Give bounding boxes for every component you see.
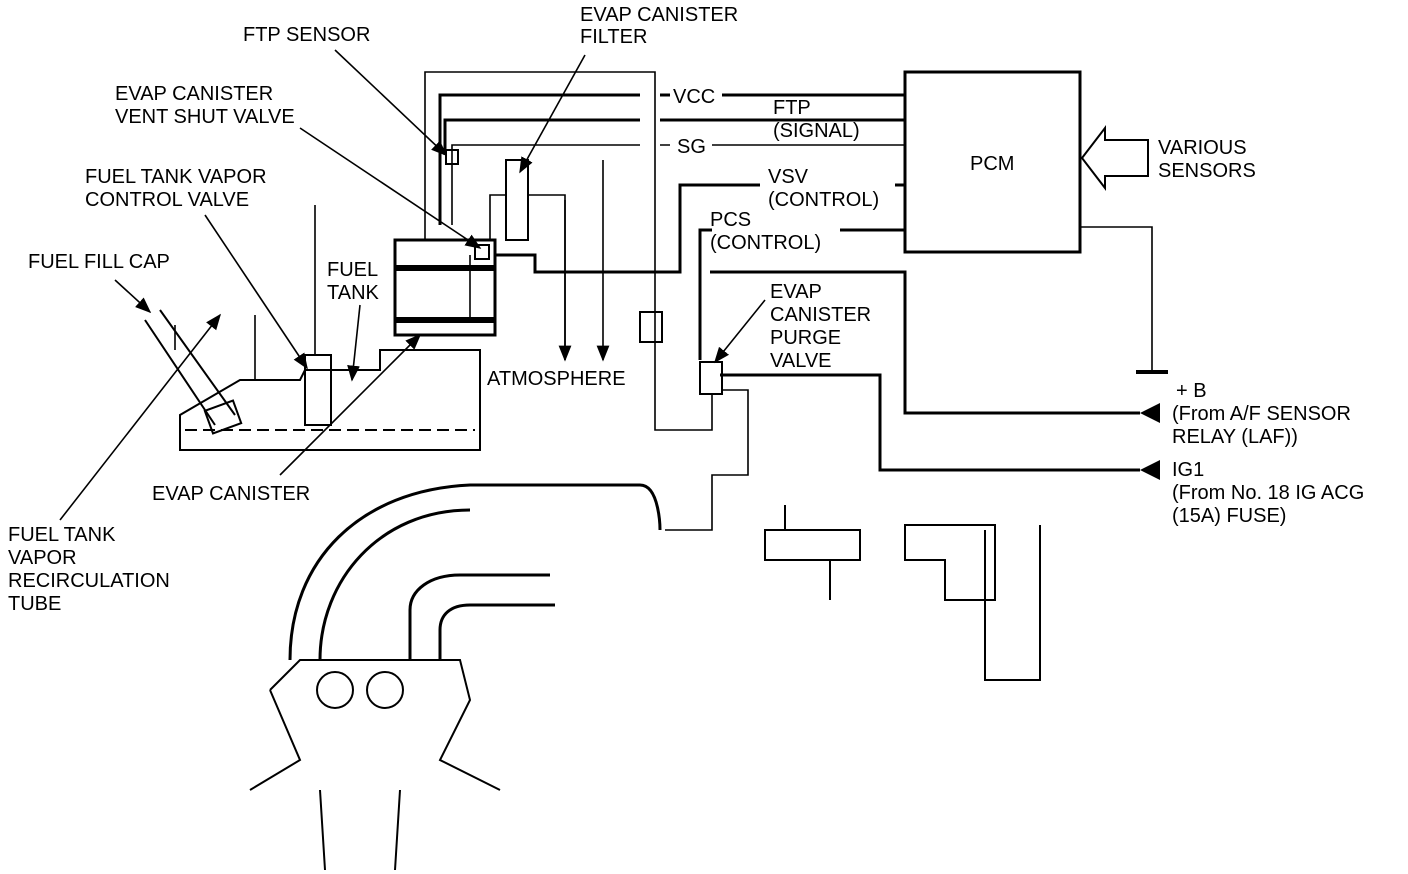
engine-head — [249, 659, 501, 871]
ftp-signal-label: FTP — [773, 97, 811, 119]
recirculation-tube-label: VAPOR — [8, 547, 77, 569]
cylinder — [366, 671, 404, 709]
vent-tube — [424, 71, 713, 431]
pcs-control-label: (CONTROL) — [710, 232, 821, 254]
purge-valve-label: PURGE — [770, 327, 841, 349]
intake-manifold — [288, 483, 662, 661]
various-sensors-arrow — [1080, 125, 1149, 191]
fuel-tank — [179, 349, 481, 451]
vent-shut-valve — [474, 244, 490, 260]
sg-label: SG — [677, 136, 706, 158]
recirculation-tube-label: TUBE — [8, 593, 61, 615]
plus-b-label: (From A/F SENSOR — [1172, 403, 1351, 425]
fuel-tank-label: TANK — [327, 282, 380, 304]
evap-canister-filter — [505, 159, 529, 241]
recirculation-tube — [174, 205, 316, 380]
vcc-label: VCC — [673, 86, 715, 108]
ig1-wire — [720, 373, 1140, 472]
evap-canister-purge-valve — [699, 361, 723, 395]
purge-valve-label: EVAP — [770, 281, 822, 303]
vsv-control-label: (CONTROL) — [768, 189, 879, 211]
plus-b-label: RELAY (LAF)) — [1172, 426, 1298, 448]
filler-neck — [144, 309, 236, 426]
ig1-label: IG1 — [1172, 459, 1204, 481]
fuel-fill-cap-label: FUEL FILL CAP — [28, 251, 170, 273]
various-sensors-label: VARIOUS — [1158, 137, 1247, 159]
vent-shut-valve-label: VENT SHUT VALVE — [115, 106, 295, 128]
various-sensors-label: SENSORS — [1158, 160, 1256, 182]
inline-filter — [639, 311, 663, 343]
ftp-sensor — [445, 149, 459, 165]
ig1-label: (From No. 18 IG ACG — [1172, 482, 1364, 504]
purge-line — [665, 389, 749, 531]
vsv-wire — [495, 183, 905, 274]
vapor-control-valve — [304, 354, 332, 426]
evap-canister-filter-label: FILTER — [580, 26, 647, 48]
pcm-box — [903, 70, 1082, 254]
pcm-label: PCM — [970, 153, 1014, 175]
leader-lines — [59, 49, 766, 521]
evap-canister — [393, 238, 497, 337]
vsv-control-label: VSV — [768, 166, 809, 188]
plus-b-connector-icon — [1140, 403, 1160, 423]
vcc-wire — [438, 93, 905, 225]
pcs-control-label: PCS — [710, 209, 751, 231]
evap-canister-label: EVAP CANISTER — [152, 483, 310, 505]
purge-valve-label: VALVE — [770, 350, 832, 372]
ground-wire — [1080, 226, 1153, 370]
throttle-body — [764, 505, 1041, 681]
purge-valve-label: CANISTER — [770, 304, 871, 326]
ftp-sensor-label: FTP SENSOR — [243, 24, 370, 46]
ig1-label: (15A) FUSE) — [1172, 505, 1286, 527]
vapor-control-valve-label: FUEL TANK VAPOR — [85, 166, 267, 188]
atmosphere-label: ATMOSPHERE — [487, 368, 626, 390]
recirculation-tube-label: RECIRCULATION — [8, 570, 170, 592]
recirculation-tube-label: FUEL TANK — [8, 524, 116, 546]
sg-wire — [451, 144, 905, 225]
fuel-tank-label: FUEL — [327, 259, 378, 281]
plus-b-wire — [710, 270, 1140, 415]
cylinder — [316, 671, 354, 709]
vapor-control-valve-label: CONTROL VALVE — [85, 189, 249, 211]
plus-b-label: + B — [1176, 380, 1207, 402]
pcs-wire — [698, 228, 905, 360]
vent-shut-valve-label: EVAP CANISTER — [115, 83, 273, 105]
fuel-fill-cap — [203, 399, 243, 435]
evap-canister-filter-label: EVAP CANISTER — [580, 4, 738, 26]
ig1-connector-icon — [1140, 460, 1160, 480]
ftp-signal-label: (SIGNAL) — [773, 120, 860, 142]
